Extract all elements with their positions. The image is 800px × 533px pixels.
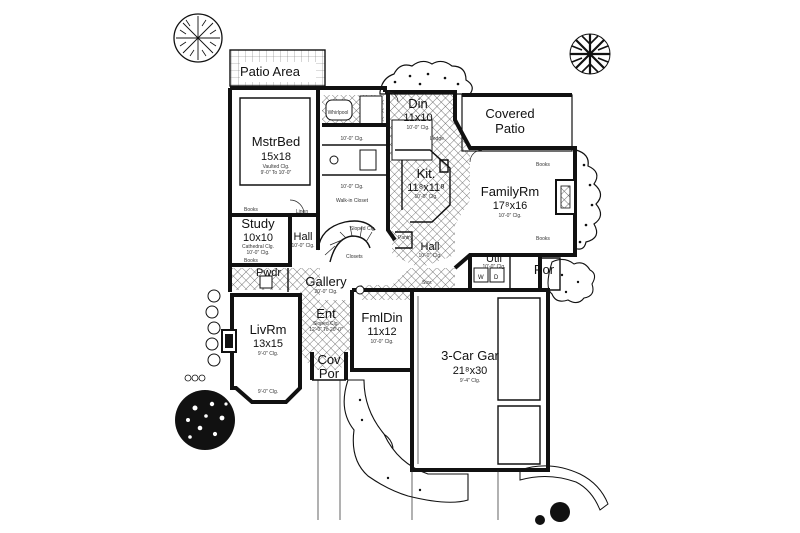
- label-gallery: Gallery: [305, 274, 347, 289]
- label-stor: Stor.: [422, 280, 432, 286]
- label-util: Util: [486, 253, 502, 265]
- tree-top-left-icon: [173, 13, 223, 63]
- label-ledge: Ledge: [430, 136, 444, 142]
- note-util: 10'-0" Clg.: [482, 264, 505, 270]
- label-dryer: D: [494, 275, 499, 281]
- note-study-2: 10'-0" Clg.: [246, 250, 269, 256]
- note-ent-2: 12'-0" To 20'-0": [309, 327, 343, 333]
- label-por-bottom: Por: [319, 366, 340, 381]
- shrub-bottom-right-icon: [519, 465, 609, 525]
- label-sloped-clg: Sloped Clg.: [350, 226, 376, 232]
- label-covered: Covered: [485, 106, 534, 121]
- label-walk-in-closet: Walk-in Closet: [336, 198, 369, 204]
- note-fml-din: 10'-0" Clg.: [370, 339, 393, 345]
- label-whirlpool: Whirlpool: [328, 110, 349, 116]
- dim-liv-rm: 13x15: [253, 338, 283, 350]
- label-patio: Patio: [495, 121, 525, 136]
- fixture-labels: Whirlpool 10'-0" Clg. 10'-0" Clg. Walk-i…: [244, 110, 550, 286]
- label-three-car-gar: 3-Car Gar: [441, 348, 499, 363]
- note-family-rm: 10'-0" Clg.: [498, 213, 521, 219]
- label-hall-right: Hall: [421, 241, 440, 253]
- label-books-study-bottom: Books: [244, 258, 258, 264]
- note-kit: 10'-0" Clg.: [414, 194, 437, 200]
- note-liv-rm-1: 9'-0" Clg.: [258, 351, 278, 357]
- label-cov: Cov: [317, 352, 341, 367]
- dim-family-rm: 17⁸x16: [493, 200, 528, 212]
- dim-mstr-bed: 15x18: [261, 151, 291, 163]
- patio-area: [229, 49, 326, 87]
- dim-kit: 11⁸x11⁸: [407, 182, 445, 194]
- hedge-top: [379, 60, 473, 95]
- label-pwdr: Pwdr: [256, 267, 281, 279]
- note-hall-right: 10'-0" Clg.: [418, 253, 441, 259]
- label-books-study-top: Books: [244, 207, 258, 213]
- label-study: Study: [241, 216, 275, 231]
- label-liv-rm: LivRm: [250, 322, 287, 337]
- shrub-top-right-icon: [569, 33, 611, 75]
- note-mstr-bed-2: 9'-0" To 10'-0": [261, 170, 292, 176]
- note-three-car-gar: 9'-4" Clg.: [460, 378, 480, 384]
- label-closet-clg: 10'-0" Clg.: [340, 184, 363, 190]
- label-fml-din: FmlDin: [361, 310, 402, 325]
- tree-bottom-left-icon: [175, 390, 235, 450]
- label-pantry: Pantry: [398, 235, 413, 241]
- label-books-family-top: Books: [536, 162, 550, 168]
- label-family-rm: FamilyRm: [481, 184, 540, 199]
- label-linen: Linen: [296, 209, 308, 215]
- landscape: [173, 13, 611, 525]
- walls: [221, 86, 577, 520]
- note-din: 10'-0" Clg.: [406, 125, 429, 131]
- label-bath-clg: 10'-0" Clg.: [340, 136, 363, 142]
- label-books-family-bottom: Books: [536, 236, 550, 242]
- label-closets: Closets: [346, 254, 363, 260]
- covered-patio: [461, 93, 573, 152]
- label-patio-area: Patio Area: [240, 64, 301, 79]
- label-mstr-bed: MstrBed: [252, 134, 300, 149]
- label-washer: W: [478, 275, 484, 281]
- note-ent-1: Sloped Clg.: [313, 321, 339, 327]
- note-hall-left: 10'-0" Clg.: [291, 243, 314, 249]
- note-gallery: 20'-0" Clg.: [314, 289, 337, 295]
- label-por-right: Por: [534, 262, 555, 277]
- dim-din: 11x10: [403, 112, 432, 124]
- dim-three-car-gar: 21⁸x30: [453, 365, 488, 377]
- note-liv-rm-2: 9'-0" Clg.: [258, 389, 278, 395]
- room-labels: Patio Area MstrBed 15x18 Vaulted Clg. 9'…: [240, 64, 555, 395]
- label-kit: Kit.: [417, 166, 436, 181]
- dim-fml-din: 11x12: [367, 326, 396, 338]
- label-hall-left: Hall: [294, 231, 313, 243]
- note-mstr-bed-1: Vaulted Clg.: [263, 164, 290, 170]
- label-din: Din: [408, 96, 428, 111]
- dim-study: 10x10: [243, 232, 273, 244]
- label-ent: Ent: [316, 306, 336, 321]
- hedge-right: [573, 149, 602, 250]
- note-study-1: Cathedral Clg.: [242, 244, 274, 250]
